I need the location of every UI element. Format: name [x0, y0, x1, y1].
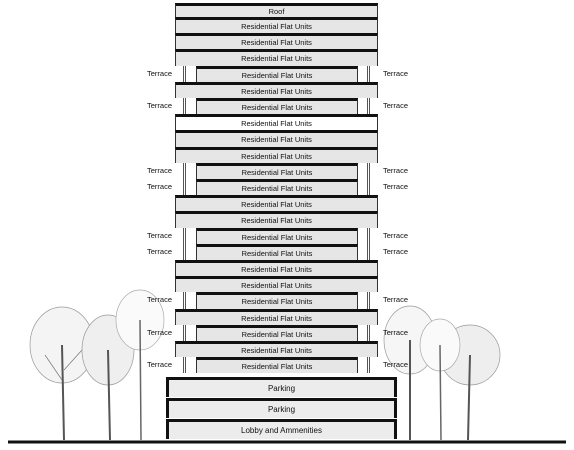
residential-floor: Residential Flat Units [196, 98, 358, 115]
terrace-label-right: Terrace [383, 230, 409, 240]
parking-level: Parking [166, 398, 397, 418]
terrace-label-right: Terrace [383, 246, 409, 256]
terrace-label-right: Terrace [383, 68, 409, 78]
terrace-post [183, 243, 186, 260]
residential-floor: Residential Flat Units [196, 324, 358, 341]
residential-floor: Residential Flat Units [175, 114, 378, 131]
terrace-label-left: Terrace [147, 295, 173, 305]
residential-floor: Residential Flat Units [196, 292, 358, 309]
terrace-post [367, 357, 370, 374]
terrace-label-right: Terrace [383, 182, 409, 191]
terrace-post [367, 65, 370, 82]
terrace-post [183, 162, 186, 179]
terrace-post [367, 292, 370, 309]
residential-floor: Residential Flat Units [175, 276, 378, 293]
residential-floor: Residential Flat Units [175, 81, 378, 98]
residential-floor: Residential Flat Units [175, 195, 378, 212]
lobby-level: Lobby and Ammenities [166, 419, 397, 439]
terrace-label-left: Terrace [147, 165, 173, 175]
terrace-post [183, 65, 186, 82]
residential-floor: Residential Flat Units [196, 357, 358, 374]
residential-floor: Residential Flat Units [175, 130, 378, 147]
residential-floor: Residential Flat Units [175, 341, 378, 358]
residential-floor: Residential Flat Units [175, 260, 378, 277]
terrace-post [367, 243, 370, 260]
residential-floor: Residential Flat Units [196, 227, 358, 244]
terrace-label-left: Terrace [147, 360, 173, 370]
roof-level: Roof [175, 3, 378, 17]
terrace-label-right: Terrace [383, 327, 409, 337]
residential-floor: Residential Flat Units [175, 49, 378, 66]
terrace-post [183, 179, 186, 196]
residential-floor: Residential Flat Units [175, 146, 378, 163]
terrace-label-left: Terrace [147, 327, 173, 337]
terrace-label-right: Terrace [383, 101, 409, 110]
terrace-post [367, 227, 370, 244]
terrace-post [367, 179, 370, 196]
terrace-post [183, 98, 186, 115]
terrace-label-right: Terrace [383, 360, 409, 370]
residential-floor: Residential Flat Units [196, 65, 358, 82]
terrace-label-left: Terrace [147, 230, 173, 240]
residential-floor: Residential Flat Units [196, 243, 358, 260]
parking-level: Parking [166, 377, 397, 397]
terrace-label-left: Terrace [147, 182, 173, 191]
residential-floor: Residential Flat Units [175, 308, 378, 325]
residential-floor: Residential Flat Units [175, 211, 378, 228]
terrace-label-left: Terrace [147, 68, 173, 78]
terrace-label-right: Terrace [383, 165, 409, 175]
terrace-post [367, 162, 370, 179]
terrace-post [183, 227, 186, 244]
tree-right-3 [419, 318, 461, 441]
residential-floor: Residential Flat Units [196, 179, 358, 196]
residential-floor: Residential Flat Units [175, 17, 378, 34]
residential-floor: Residential Flat Units [175, 33, 378, 50]
terrace-post [183, 324, 186, 341]
tree-left-1 [29, 306, 95, 441]
terrace-post [183, 292, 186, 309]
terrace-post [367, 324, 370, 341]
terrace-post [367, 98, 370, 115]
residential-floor: Residential Flat Units [196, 162, 358, 179]
tree-left-3 [115, 289, 165, 441]
terrace-label-left: Terrace [147, 246, 173, 256]
terrace-post [183, 357, 186, 374]
terrace-label-right: Terrace [383, 295, 409, 305]
terrace-label-left: Terrace [147, 101, 173, 110]
